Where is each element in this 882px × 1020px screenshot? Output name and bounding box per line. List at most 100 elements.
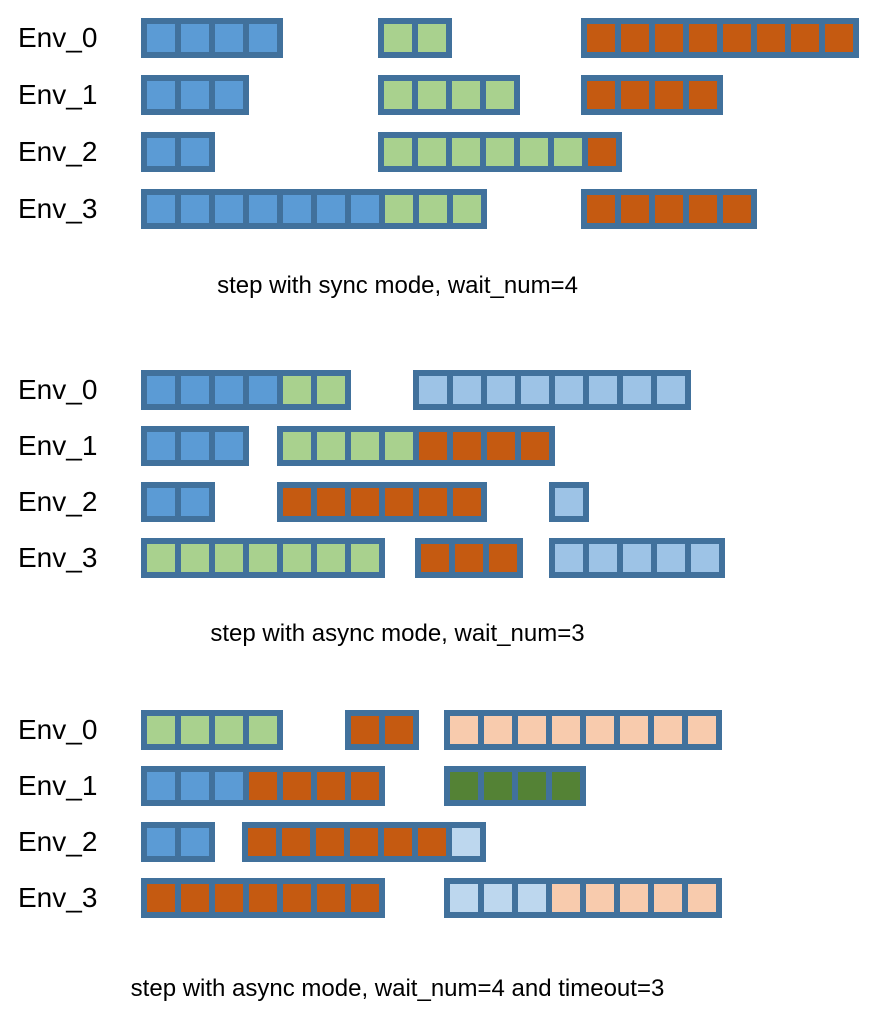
step-block-group [277,482,487,522]
step-block-blue [147,195,175,223]
step-block-green [181,716,209,744]
step-block-group [141,75,249,115]
step-block-group [581,18,859,58]
panel-caption: step with async mode, wait_num=4 and tim… [130,975,665,1002]
step-block-blue [147,376,175,404]
env-label: Env_0 [18,374,98,405]
step-block-orange [181,884,209,912]
step-block-group [581,75,723,115]
step-block-orange [418,828,446,856]
step-block-group [378,18,452,58]
env-label: Env_0 [18,714,98,745]
step-block-group [141,766,385,806]
step-block-group [141,538,385,578]
step-block-blue [181,828,209,856]
step-block-orange [655,81,683,109]
step-block-lightblue [589,376,617,404]
step-block-orange [621,24,649,52]
step-block-group [581,189,757,229]
step-block-blue [317,195,345,223]
step-block-green [215,544,243,572]
step-block-lightblue [657,376,685,404]
step-block-orange [455,544,483,572]
step-block-group [549,538,725,578]
step-block-orange [587,81,615,109]
step-block-orange [282,828,310,856]
step-block-orange [249,772,277,800]
step-block-blue [181,81,209,109]
step-block-group [141,710,283,750]
panel-caption: step with async mode, wait_num=3 [210,620,585,647]
step-block-orange [385,488,413,516]
step-block-darkgreen [518,772,546,800]
step-block-green [452,138,480,166]
step-block-green [317,432,345,460]
step-block-darkgreen [450,772,478,800]
step-block-orange [689,195,717,223]
step-block-green [283,432,311,460]
step-block-orange [215,884,243,912]
step-block-orange [316,828,344,856]
step-block-blue [147,828,175,856]
step-block-orange [351,884,379,912]
step-block-lightblue [453,376,481,404]
env-label: Env_2 [18,136,98,167]
step-block-group [444,766,586,806]
step-block-lightblue [487,376,515,404]
env-label: Env_3 [18,193,98,224]
step-block-green [147,716,175,744]
step-block-peach [620,716,648,744]
step-block-orange [655,195,683,223]
step-block-darkgreen [484,772,512,800]
step-block-orange [453,432,481,460]
step-block-peach [552,716,580,744]
step-block-group [378,75,520,115]
step-block-group [345,710,419,750]
step-block-lightblue [623,544,651,572]
step-block-green [317,544,345,572]
step-block-orange [283,488,311,516]
step-block-peach [654,884,682,912]
step-block-orange [317,488,345,516]
step-block-orange [283,884,311,912]
step-block-lightblue [555,488,583,516]
step-block-group [141,18,283,58]
step-block-paleblue [452,828,480,856]
step-block-orange [587,24,615,52]
env-label: Env_1 [18,770,98,801]
step-block-blue [215,432,243,460]
step-block-green [520,138,548,166]
env-label: Env_1 [18,430,98,461]
step-block-paleblue [518,884,546,912]
step-block-green [418,138,446,166]
step-block-blue [215,772,243,800]
step-block-orange [419,488,447,516]
env-label: Env_2 [18,826,98,857]
step-block-green [384,81,412,109]
step-block-green [453,195,481,223]
step-block-blue [181,195,209,223]
step-block-blue [181,432,209,460]
step-block-paleblue [450,884,478,912]
step-block-blue [181,138,209,166]
step-block-group [141,878,385,918]
step-block-lightblue [521,376,549,404]
step-block-orange [655,24,683,52]
step-block-blue [215,195,243,223]
step-block-peach [654,716,682,744]
step-block-orange [621,81,649,109]
step-block-group [277,426,555,466]
step-block-group [242,822,486,862]
step-block-orange [723,195,751,223]
step-block-lightblue [419,376,447,404]
step-block-orange [249,884,277,912]
step-block-peach [586,716,614,744]
step-block-orange [487,432,515,460]
step-block-group [141,132,215,172]
step-block-green [384,138,412,166]
step-block-blue [147,24,175,52]
step-block-orange [825,24,853,52]
step-block-peach [620,884,648,912]
step-block-green [419,195,447,223]
